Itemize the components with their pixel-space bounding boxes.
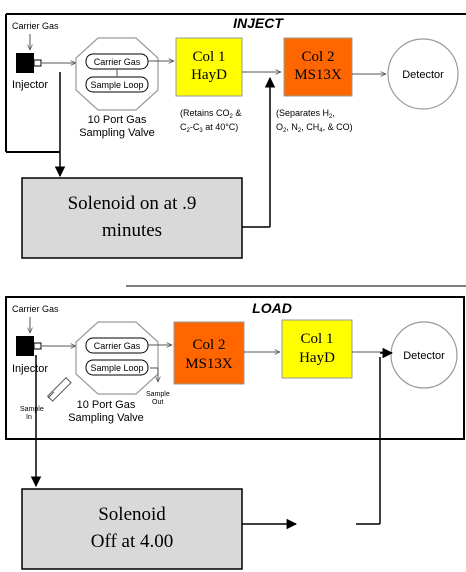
solenoid-on-group: Solenoid on at .9 minutes: [21, 72, 276, 259]
load-col1-label-1: Col 1: [301, 331, 334, 347]
inject-detector-label: Detector: [402, 69, 444, 81]
load-valve-carrier-label: Carrier Gas: [94, 341, 141, 351]
load-sample-out-2: Out: [152, 399, 163, 406]
inject-injector-needle: [33, 59, 42, 67]
load-injector-block: [16, 336, 34, 356]
inject-valve-carrier-label: Carrier Gas: [94, 57, 141, 67]
inject-valve-name-2: Sampling Valve: [79, 127, 155, 139]
load-sample-in-tip: [47, 391, 55, 399]
solenoid-on-text-1: Solenoid on at .9: [68, 193, 197, 214]
load-panel: LOAD Carrier Gas Injector Carrier Gas Sa…: [5, 296, 465, 440]
inject-col1-label-2: HayD: [191, 67, 227, 83]
load-col2-label-1: Col 2: [193, 337, 226, 353]
inject-col1-note-2: C2-C3 at 40°C): [180, 122, 238, 134]
load-carrier-gas-label: Carrier Gas: [12, 304, 59, 314]
solenoid-off-group: Solenoid Off at 4.00: [21, 347, 394, 570]
inject-valve-loop-label: Sample Loop: [90, 80, 143, 90]
inject-col2-box: [283, 37, 353, 97]
solenoid-off-text-2: Off at 4.00: [91, 531, 174, 552]
inject-panel: INJECT Carrier Gas Injector Carrier Gas …: [5, 13, 466, 153]
load-valve-loop-label: Sample Loop: [90, 363, 143, 373]
load-valve-loop-pill: [85, 359, 149, 376]
solenoid-off-text-1: Solenoid: [98, 504, 166, 525]
inject-col2-note-1: (Separates H2,: [276, 108, 335, 120]
load-col1-box: [281, 319, 353, 379]
inject-injector-label: Injector: [12, 79, 48, 91]
load-col1-label-2: HayD: [299, 350, 335, 366]
inject-valve-name-1: 10 Port Gas: [88, 114, 147, 126]
load-sample-out-1: Sample: [146, 391, 170, 398]
inject-detector-circle: [387, 38, 459, 110]
solenoid-on-text-2: minutes: [102, 220, 162, 241]
load-title: LOAD: [252, 300, 292, 316]
load-valve-octagon: [75, 321, 159, 395]
load-col2-label-2: MS13X: [185, 356, 233, 372]
load-valve-name-2: Sampling Valve: [68, 412, 144, 424]
inject-carrier-gas-label: Carrier Gas: [12, 21, 59, 31]
load-sample-in-1: Sample: [20, 406, 44, 413]
inject-injector-block: [16, 53, 34, 73]
inject-col1-note-1: (Retains CO2 &: [180, 108, 241, 120]
load-valve-name-1: 10 Port Gas: [77, 399, 136, 411]
inject-valve-loop-pill: [85, 76, 149, 93]
solenoid-off-box: [21, 488, 243, 570]
load-sample-in-syringe-icon: [46, 376, 72, 402]
load-injector-needle: [33, 342, 42, 350]
solenoid-on-box: [21, 177, 243, 259]
inject-col2-label-2: MS13X: [294, 67, 342, 83]
load-injector-label: Injector: [12, 363, 48, 375]
load-col2-box: [173, 321, 245, 385]
inject-col2-label-1: Col 2: [302, 49, 335, 65]
load-panel-border: [5, 296, 465, 440]
inject-col2-note-2: O2, N2, CH4, & CO): [276, 122, 353, 134]
inject-title: INJECT: [233, 15, 284, 31]
inject-col1-box: [175, 37, 243, 97]
load-detector-label: Detector: [403, 350, 445, 362]
load-sample-in-2: In: [26, 414, 32, 421]
inject-col1-label-1: Col 1: [193, 49, 226, 65]
